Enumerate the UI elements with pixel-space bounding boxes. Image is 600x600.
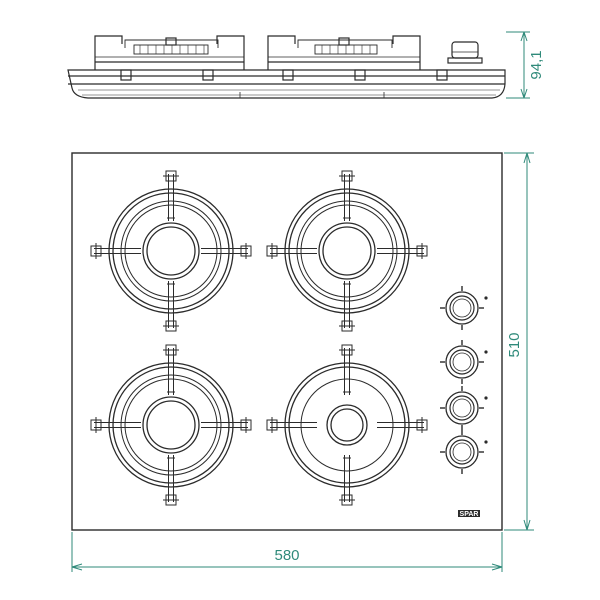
width-dimension-label: 580 (274, 547, 299, 564)
width-dimension (71, 532, 503, 572)
knob-2 (440, 340, 488, 384)
burner-2 (266, 170, 428, 332)
cooktop-side-body (67, 69, 506, 99)
knob-4 (440, 430, 488, 474)
knob-3 (440, 386, 488, 430)
height-dimension (506, 31, 530, 99)
brand-badge: SPAR (458, 510, 480, 518)
brand-label: SPAR (460, 511, 479, 518)
burner-3 (90, 344, 252, 506)
height-dimension-label: 94,1 (528, 50, 545, 79)
burner-1 (90, 170, 252, 332)
knob-group (440, 286, 488, 474)
knob-1 (440, 286, 488, 330)
burner-4 (266, 344, 428, 506)
burner-group (90, 170, 428, 506)
depth-dimension-label: 510 (506, 332, 523, 357)
depth-dimension (504, 152, 534, 531)
cooktop-top-surface (71, 152, 503, 531)
side-elevation-view (67, 35, 506, 99)
